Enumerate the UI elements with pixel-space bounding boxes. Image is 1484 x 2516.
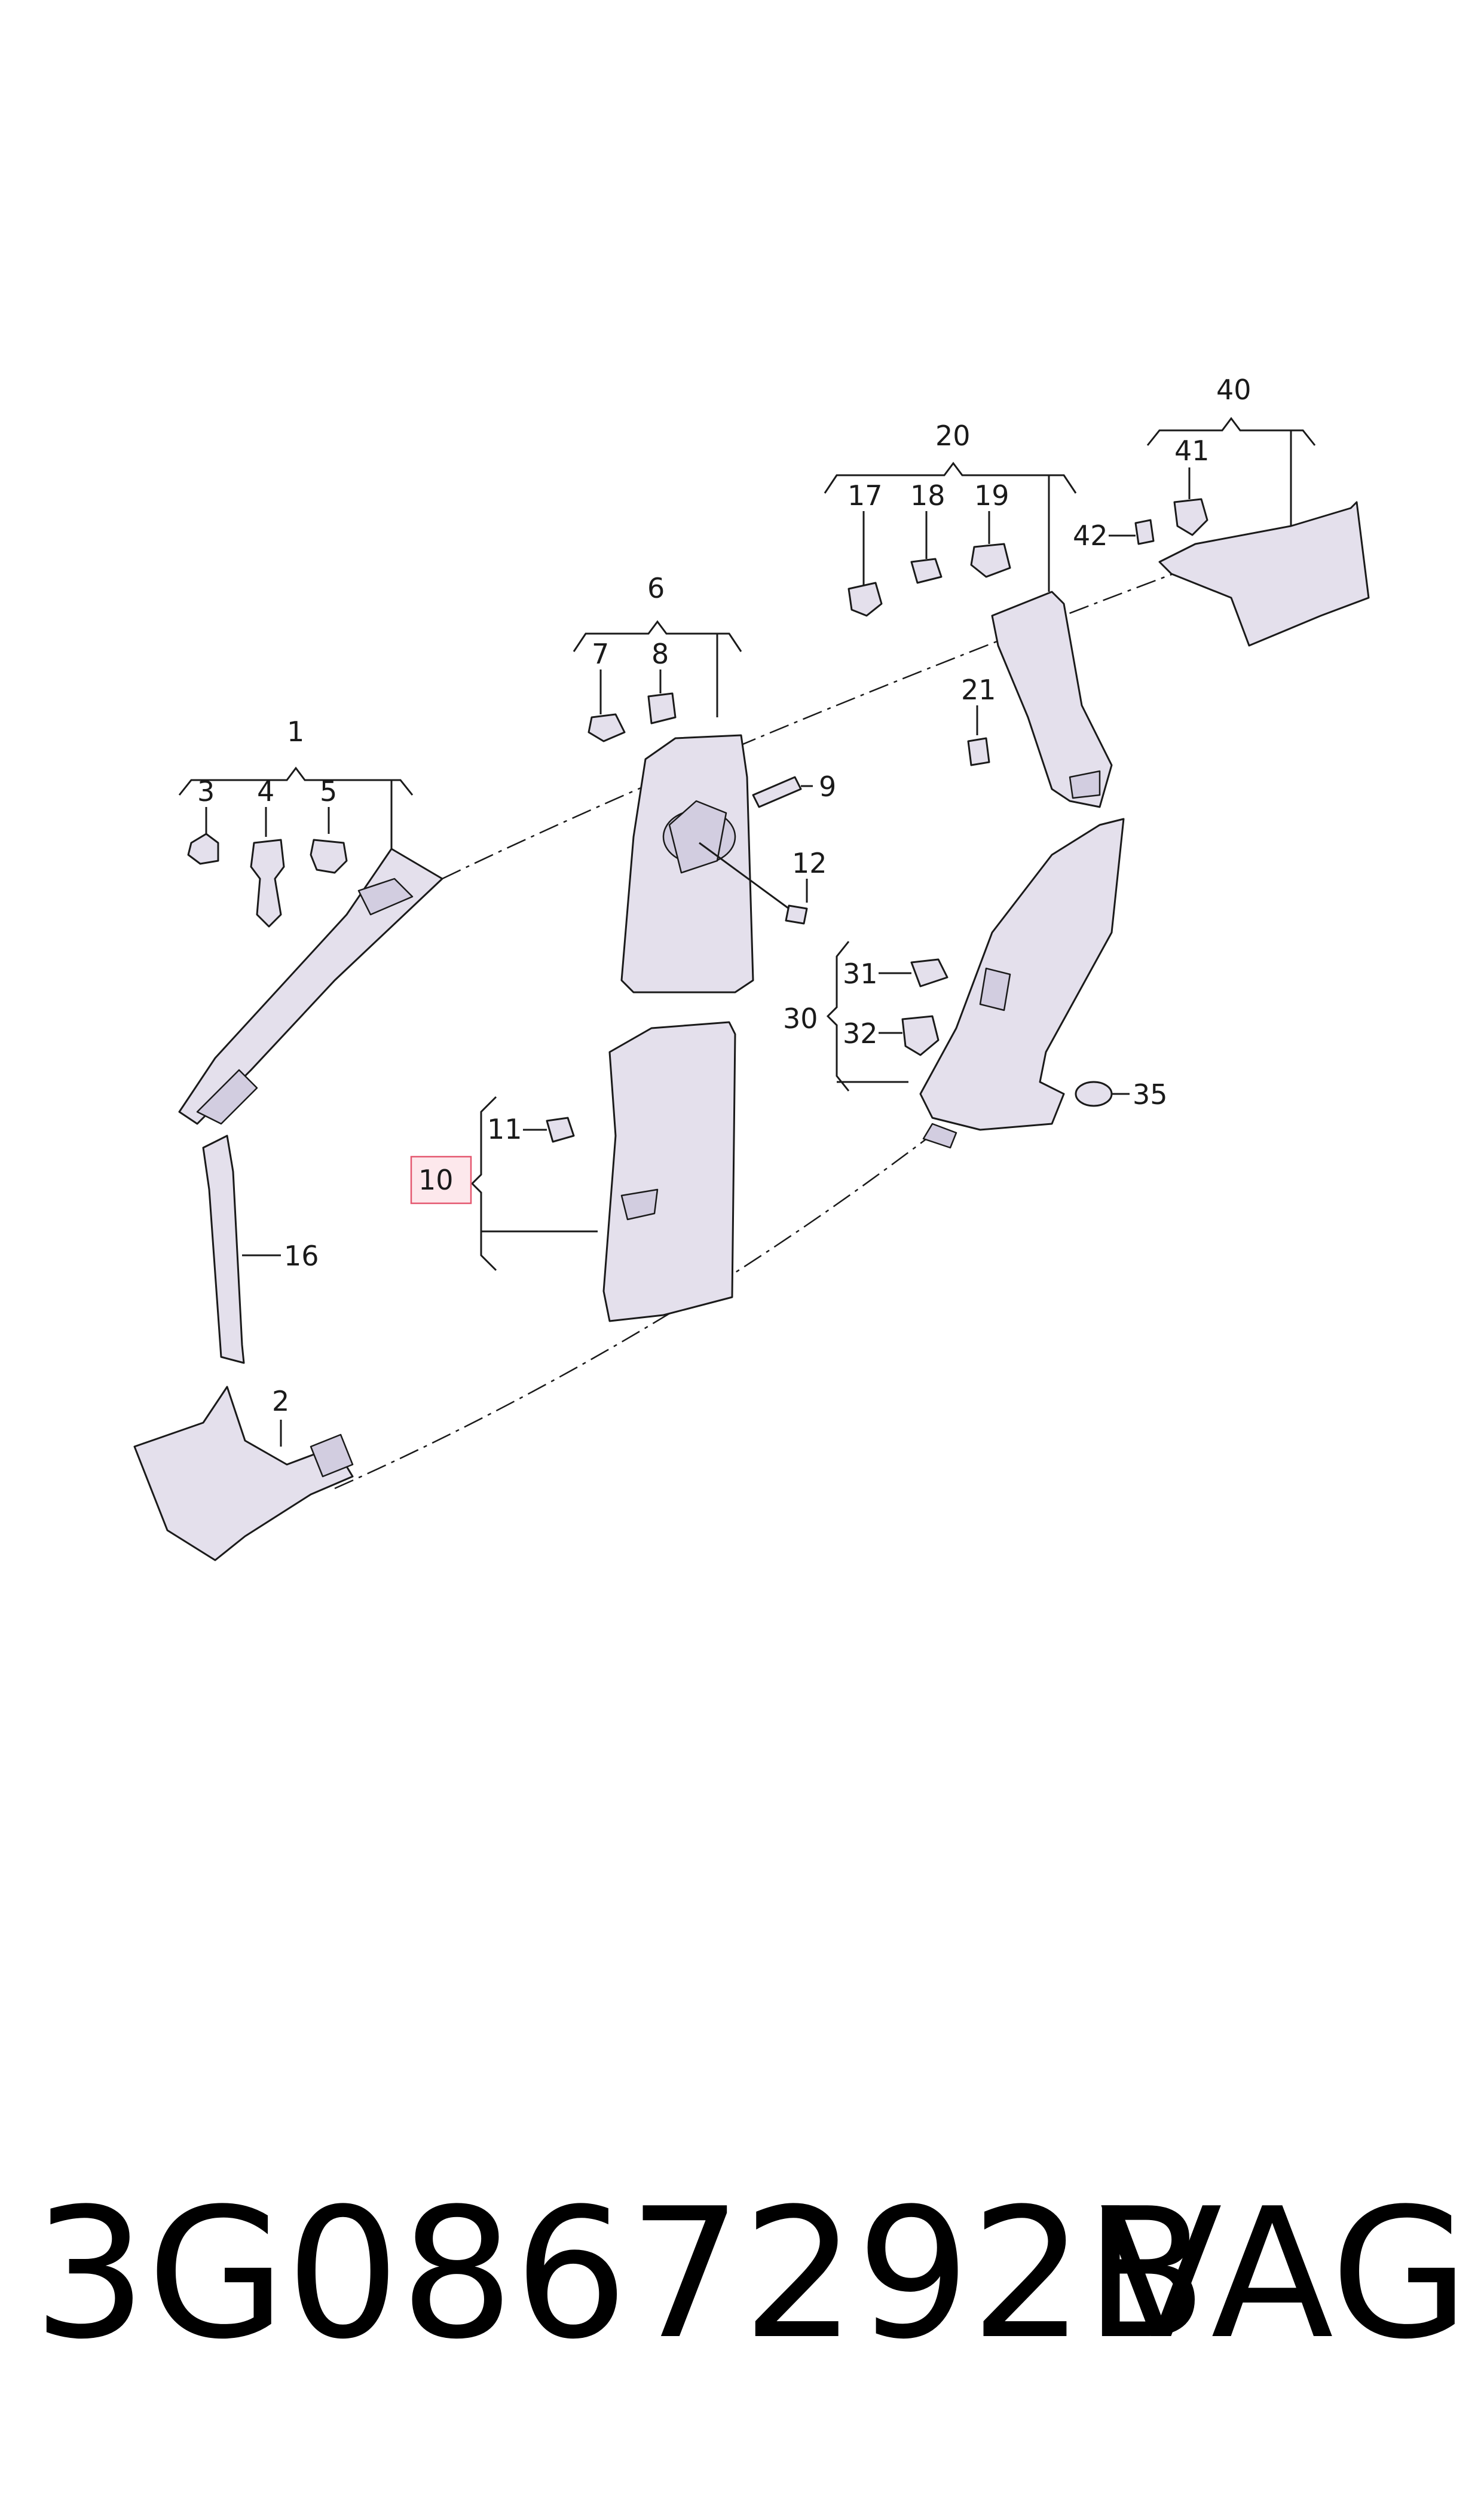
group-40: 40 41 42	[1073, 374, 1316, 552]
clip-3-icon	[187, 833, 219, 865]
clip-19-icon	[970, 543, 1011, 578]
group-1: 1 3 4 5	[178, 716, 414, 928]
grommet-35-icon	[1075, 1081, 1113, 1107]
clip-42-icon	[1134, 519, 1155, 545]
callout-8[interactable]: 8	[651, 638, 669, 670]
callout-40[interactable]: 40	[1216, 374, 1252, 406]
screw-12-icon	[785, 904, 808, 925]
callout-42[interactable]: 42	[1073, 519, 1108, 552]
b-pillar-lower-trim	[602, 1021, 736, 1322]
callout-4[interactable]: 4	[257, 775, 274, 808]
part-number: 3G0867292B	[33, 2170, 1208, 2379]
clip-4-icon	[250, 839, 285, 928]
clip-11-icon	[546, 1117, 575, 1143]
callout-17[interactable]: 17	[847, 479, 883, 512]
callout-10[interactable]: 10	[418, 1164, 454, 1196]
callout-41[interactable]: 41	[1174, 435, 1210, 467]
group-20: 20 17 18 19	[824, 420, 1077, 617]
group-10: 10 11	[410, 1096, 598, 1271]
guide-line-lower	[334, 1129, 939, 1490]
callout-12[interactable]: 12	[792, 847, 827, 879]
callout-21[interactable]: 21	[961, 674, 996, 706]
callout-7[interactable]: 7	[592, 638, 609, 670]
part-9-icon	[752, 776, 802, 808]
callout-20[interactable]: 20	[935, 420, 971, 452]
callout-16[interactable]: 16	[284, 1240, 319, 1272]
callout-30[interactable]: 30	[783, 1002, 818, 1035]
clip-21-icon	[967, 737, 990, 766]
callout-2[interactable]: 2	[272, 1385, 289, 1417]
group-6: 6 7 8	[573, 572, 742, 742]
callout-5[interactable]: 5	[320, 775, 337, 808]
clip-18-icon	[910, 558, 943, 584]
rear-side-trim-30	[919, 818, 1125, 1131]
callout-35[interactable]: 35	[1133, 1078, 1168, 1111]
callout-1[interactable]: 1	[287, 716, 304, 748]
highlight-box-10	[410, 1155, 472, 1204]
callout-3[interactable]: 3	[197, 775, 215, 808]
callout-11[interactable]: 11	[487, 1113, 522, 1145]
clip-17-icon	[847, 582, 883, 617]
seal-strip-16	[202, 1135, 245, 1364]
callout-18[interactable]: 18	[910, 479, 946, 512]
rear-upper-trim-40	[1158, 501, 1370, 647]
clip-7-icon	[588, 713, 626, 742]
c-pillar-trim	[991, 591, 1113, 808]
brand-label: VAG	[1100, 2170, 1470, 2379]
clip-31-icon	[910, 958, 948, 988]
callout-6[interactable]: 6	[647, 572, 665, 604]
clip-41-icon	[1173, 498, 1208, 536]
callout-31[interactable]: 31	[843, 958, 878, 990]
clip-32-icon	[901, 1015, 940, 1056]
callout-32[interactable]: 32	[843, 1017, 878, 1050]
footer: 3G0867292B VAG	[0, 2176, 1484, 2373]
callout-19[interactable]: 19	[974, 479, 1009, 512]
clip-5-icon	[310, 839, 348, 874]
group-30: 30 31 32	[783, 941, 948, 1092]
clip-8-icon	[647, 692, 677, 724]
sill-trim-2	[133, 1386, 354, 1561]
a-pillar-trim	[178, 848, 443, 1125]
callout-9[interactable]: 9	[819, 771, 836, 803]
